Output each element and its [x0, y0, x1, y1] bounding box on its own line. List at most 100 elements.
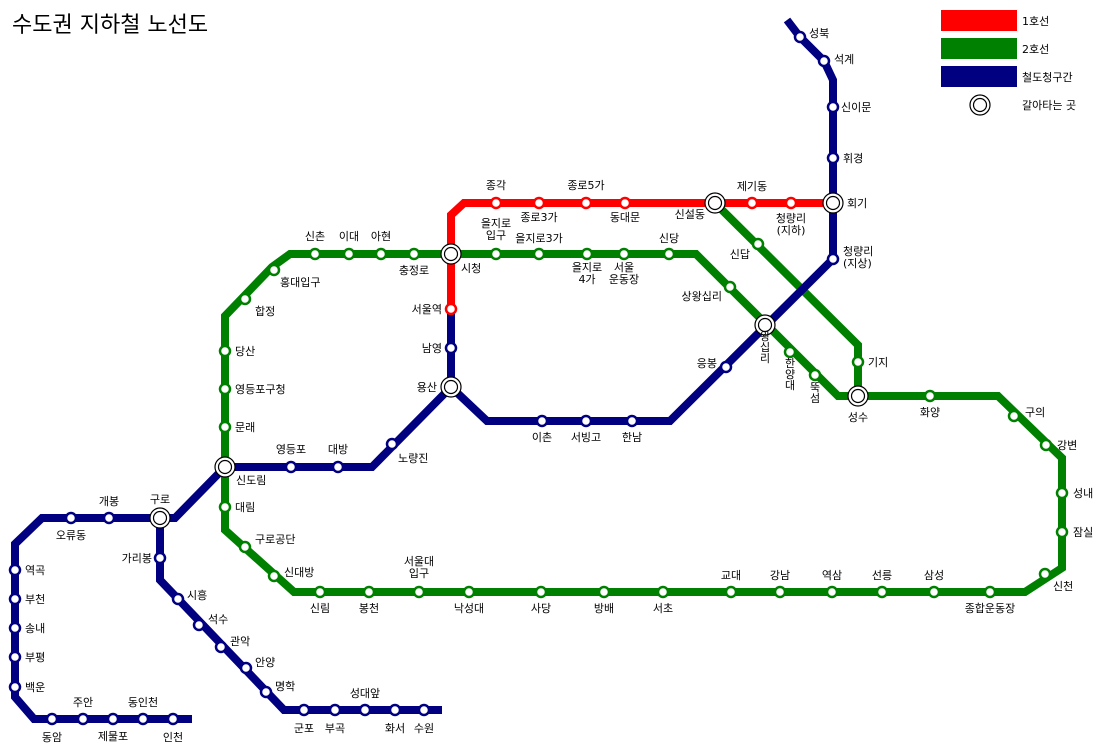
- station-gurogongdan[interactable]: [238, 540, 252, 554]
- station-gangbyeon[interactable]: [1039, 438, 1053, 452]
- station-jongno3[interactable]: [532, 196, 546, 210]
- station-jonggak[interactable]: [489, 196, 503, 210]
- station-incheon[interactable]: [166, 712, 180, 726]
- station-label-line: 휘경: [843, 152, 863, 165]
- station-baegun[interactable]: [8, 680, 22, 694]
- station-suwon[interactable]: [417, 703, 431, 717]
- station-eungbong[interactable]: [719, 360, 733, 374]
- station-label-yeokgok: 역곡: [25, 564, 45, 577]
- station-dongincheon[interactable]: [136, 712, 150, 726]
- station-seocho[interactable]: [656, 585, 670, 599]
- station-sincheon[interactable]: [1038, 567, 1052, 581]
- station-hapjeong[interactable]: [238, 292, 252, 306]
- station-gaebong[interactable]: [102, 511, 116, 525]
- station-sillim[interactable]: [313, 585, 327, 599]
- station-jegi[interactable]: [745, 196, 759, 210]
- station-seongbuk[interactable]: [793, 30, 807, 44]
- station-sadang[interactable]: [534, 585, 548, 599]
- station-label-bugok: 부곡: [325, 722, 345, 735]
- station-label-line: 시흥: [187, 588, 207, 602]
- station-chungjeongno[interactable]: [407, 247, 421, 261]
- station-seongnae[interactable]: [1055, 486, 1069, 500]
- station-label-bucheon: 부천: [25, 592, 45, 606]
- station-garibong[interactable]: [153, 551, 167, 565]
- station-hongdae[interactable]: [267, 263, 281, 277]
- station-label-hwigyeong: 휘경: [843, 152, 863, 165]
- station-idae[interactable]: [342, 247, 356, 261]
- station-label-sillim: 신림: [310, 602, 330, 615]
- station-label-seokgye: 석계: [834, 53, 854, 66]
- station-label-line: 신촌: [305, 230, 325, 243]
- station-gangnam[interactable]: [773, 585, 787, 599]
- station-bangbae[interactable]: [597, 585, 611, 599]
- station-gunpo[interactable]: [297, 703, 311, 717]
- station-ydpgu[interactable]: [218, 382, 232, 396]
- station-hwaseo[interactable]: [388, 703, 402, 717]
- station-daerim[interactable]: [218, 500, 232, 514]
- station-label-sinchon: 신촌: [305, 230, 325, 243]
- station-oryu[interactable]: [64, 511, 78, 525]
- station-gui[interactable]: [1007, 409, 1021, 423]
- station-giji[interactable]: [851, 355, 865, 369]
- station-jongno5[interactable]: [579, 196, 593, 210]
- station-label-baegun: 백운: [25, 681, 45, 694]
- station-cheongnyangniA[interactable]: [826, 252, 840, 266]
- station-bugok[interactable]: [328, 703, 342, 717]
- station-bucheon[interactable]: [8, 592, 22, 606]
- station-sindang[interactable]: [662, 247, 676, 261]
- station-eul1[interactable]: [489, 247, 503, 261]
- station-mullae[interactable]: [218, 420, 232, 434]
- station-myeonghak[interactable]: [259, 685, 273, 699]
- station-noryangjin[interactable]: [385, 437, 399, 451]
- station-eul4[interactable]: [580, 247, 594, 261]
- station-juan[interactable]: [76, 712, 90, 726]
- station-dongam[interactable]: [45, 712, 59, 726]
- station-label-line: 부평: [25, 651, 45, 664]
- station-daebang[interactable]: [331, 460, 345, 474]
- station-hyd[interactable]: [783, 345, 797, 359]
- station-label-line: 신도림: [236, 474, 266, 487]
- station-ahyeon[interactable]: [374, 247, 388, 261]
- station-sinimun[interactable]: [826, 100, 840, 114]
- station-swang[interactable]: [723, 280, 737, 294]
- station-dangsan[interactable]: [218, 344, 232, 358]
- station-sud[interactable]: [617, 247, 631, 261]
- station-nakseongdae[interactable]: [462, 585, 476, 599]
- station-sindaebang[interactable]: [267, 569, 281, 583]
- station-songnae[interactable]: [8, 621, 22, 635]
- station-sindap[interactable]: [751, 237, 765, 251]
- station-sinchon[interactable]: [308, 247, 322, 261]
- station-seoulstation[interactable]: [444, 302, 458, 316]
- station-cheongnyangniU[interactable]: [784, 196, 798, 210]
- station-seobinggo[interactable]: [579, 414, 593, 428]
- station-label-line: 4가: [578, 273, 595, 286]
- station-jemulpo[interactable]: [106, 712, 120, 726]
- station-ttuk[interactable]: [808, 368, 822, 382]
- station-yeoksam[interactable]: [825, 585, 839, 599]
- station-label-line: 인천: [163, 730, 183, 744]
- station-dongdaemun[interactable]: [618, 196, 632, 210]
- station-hwigyeong[interactable]: [826, 151, 840, 165]
- station-seokgye[interactable]: [817, 54, 831, 68]
- station-label-yongsan: 용산: [417, 381, 437, 394]
- station-seoksu[interactable]: [192, 618, 206, 632]
- station-hannam[interactable]: [625, 414, 639, 428]
- station-gyodae[interactable]: [724, 585, 738, 599]
- station-jamsil[interactable]: [1055, 525, 1069, 539]
- station-yeongdeungpo[interactable]: [284, 460, 298, 474]
- station-seolleung[interactable]: [875, 585, 889, 599]
- station-eul3[interactable]: [532, 247, 546, 261]
- station-anyang[interactable]: [239, 661, 253, 675]
- station-hwayang[interactable]: [923, 389, 937, 403]
- station-namyeong[interactable]: [444, 341, 458, 355]
- station-samseong[interactable]: [927, 585, 941, 599]
- station-yeokgok[interactable]: [8, 563, 22, 577]
- station-siheung[interactable]: [171, 592, 185, 606]
- station-jonghap[interactable]: [983, 585, 997, 599]
- station-bongcheon[interactable]: [362, 585, 376, 599]
- station-seongdaeap[interactable]: [358, 703, 372, 717]
- station-bupyeong[interactable]: [8, 650, 22, 664]
- station-gwanak[interactable]: [214, 640, 228, 654]
- station-snu[interactable]: [412, 585, 426, 599]
- station-ichon[interactable]: [535, 414, 549, 428]
